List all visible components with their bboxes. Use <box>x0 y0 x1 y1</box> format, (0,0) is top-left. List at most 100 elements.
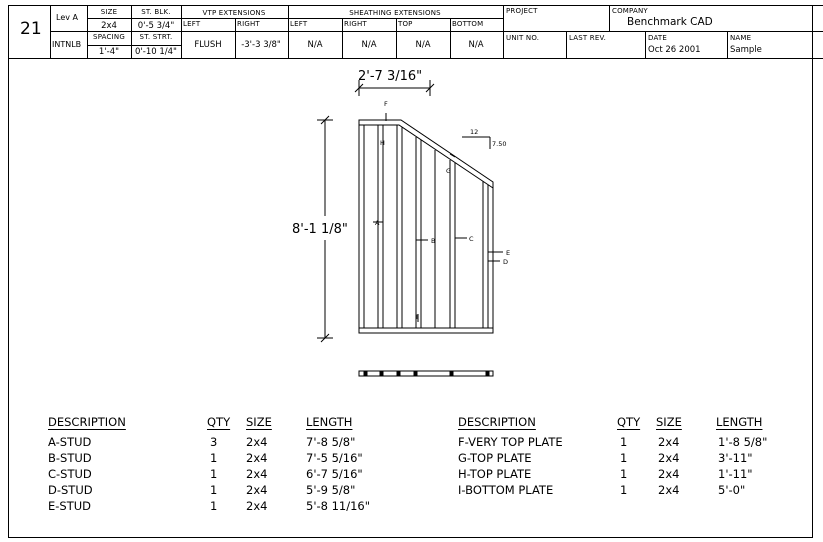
row-qty: 1 <box>620 467 628 481</box>
sh-bottom-label: BOTTOM <box>452 20 484 28</box>
width-dimension-text: 2'-7 3/16" <box>358 69 422 84</box>
st-strt-value: 0'-10 1/4" <box>135 47 177 57</box>
row-description: E-STUD <box>48 499 92 513</box>
row-description: D-STUD <box>48 483 93 497</box>
vtp-right-value: -3'-3 3/8" <box>241 40 281 50</box>
row-description: B-STUD <box>48 451 92 465</box>
row-description: H-TOP PLATE <box>458 467 532 481</box>
row-length: 6'-7 5/16" <box>306 467 363 481</box>
row-size: 2x4 <box>246 451 268 465</box>
width-dimension <box>354 80 435 96</box>
header-qty: QTY <box>207 415 231 429</box>
project-label: PROJECT <box>506 7 538 15</box>
vtp-left-value: FLUSH <box>194 40 222 50</box>
vtp-right-label: RIGHT <box>237 20 260 28</box>
label-g: G <box>446 167 451 175</box>
spacing-label: SPACING <box>93 33 125 41</box>
row-length: 5'-0" <box>718 483 746 497</box>
row-description: F-VERY TOP PLATE <box>458 435 563 449</box>
row-length: 7'-5 5/16" <box>306 451 363 465</box>
row-description: C-STUD <box>48 467 92 481</box>
row-size: 2x4 <box>658 435 680 449</box>
row-size: 2x4 <box>246 483 268 497</box>
label-f: F <box>384 100 388 108</box>
header-length: LENGTH <box>306 415 353 429</box>
st-blk-value: 0'-5 3/4" <box>137 21 175 31</box>
row-length: 3'-11" <box>718 451 753 465</box>
row-qty: 1 <box>620 483 628 497</box>
row-qty: 3 <box>210 435 218 449</box>
st-strt-label: ST. STRT. <box>139 33 173 41</box>
sheet-number: 21 <box>20 19 42 39</box>
row-description: A-STUD <box>48 435 92 449</box>
size-value: 2x4 <box>101 21 117 31</box>
row-qty: 1 <box>620 451 628 465</box>
label-b: B <box>431 237 435 245</box>
size-label: SIZE <box>100 8 118 16</box>
parts-table-left: DESCRIPTION QTY SIZE LENGTH A-STUD 3 2x4… <box>48 415 408 520</box>
row-size: 2x4 <box>246 467 268 481</box>
row-length: 1'-8 5/8" <box>718 435 768 449</box>
height-dimension-text: 8'-1 1/8" <box>292 222 348 237</box>
sh-right-label: RIGHT <box>344 20 367 28</box>
row-size: 2x4 <box>246 435 268 449</box>
header-length: LENGTH <box>716 415 763 429</box>
header-size: SIZE <box>656 415 682 429</box>
row-description: G-TOP PLATE <box>458 451 532 465</box>
label-a: A <box>375 219 380 227</box>
level-value: Lev A <box>56 13 78 22</box>
sh-right-value: N/A <box>361 40 377 50</box>
row-qty: 1 <box>210 499 218 513</box>
last-rev-label: LAST REV. <box>569 34 606 42</box>
row-qty: 1 <box>210 451 218 465</box>
label-i: I <box>416 313 418 321</box>
st-blk-label: ST. BLK. <box>141 8 171 16</box>
parts-table-right: DESCRIPTION QTY SIZE LENGTH F-VERY TOP P… <box>458 415 803 505</box>
name-value: Sample <box>730 45 762 55</box>
plan-strip <box>358 370 494 377</box>
row-qty: 1 <box>210 467 218 481</box>
date-label: DATE <box>648 34 668 42</box>
label-h: H <box>380 139 385 147</box>
company-value: Benchmark CAD <box>627 16 713 28</box>
header-qty: QTY <box>617 415 641 429</box>
name-label: NAME <box>730 34 752 42</box>
vtp-extensions-label: VTP EXTENSIONS <box>202 9 266 17</box>
row-length: 1'-11" <box>718 467 753 481</box>
wall-outline <box>358 119 494 334</box>
label-c: C <box>469 235 474 243</box>
row-size: 2x4 <box>658 483 680 497</box>
header-size: SIZE <box>246 415 272 429</box>
sh-top-label: TOP <box>398 20 413 28</box>
wall-type-value: INTNLB <box>52 40 82 49</box>
header-description: DESCRIPTION <box>48 415 126 429</box>
spacing-value: 1'-4" <box>98 47 120 57</box>
height-dimension <box>317 115 333 343</box>
row-qty: 1 <box>620 435 628 449</box>
row-size: 2x4 <box>658 467 680 481</box>
label-e: E <box>506 249 510 257</box>
date-value: Oct 26 2001 <box>648 45 701 55</box>
row-length: 5'-9 5/8" <box>306 483 356 497</box>
sh-bottom-value: N/A <box>468 40 484 50</box>
label-d: D <box>503 258 508 266</box>
unit-no-label: UNIT NO. <box>506 34 540 42</box>
pitch-symbol <box>462 136 491 149</box>
sh-top-value: N/A <box>415 40 431 50</box>
sh-left-value: N/A <box>307 40 323 50</box>
sh-left-label: LEFT <box>290 20 308 28</box>
header-description: DESCRIPTION <box>458 415 536 429</box>
row-length: 7'-8 5/8" <box>306 435 356 449</box>
row-size: 2x4 <box>246 499 268 513</box>
vtp-left-label: LEFT <box>183 20 201 28</box>
pitch-run-text: 12 <box>470 128 478 136</box>
row-qty: 1 <box>210 483 218 497</box>
row-size: 2x4 <box>658 451 680 465</box>
sheathing-extensions-label: SHEATHING EXTENSIONS <box>349 9 441 17</box>
pitch-rise-text: 7.50 <box>492 140 506 148</box>
row-length: 5'-8 11/16" <box>306 499 371 513</box>
row-description: I-BOTTOM PLATE <box>458 483 554 497</box>
company-label: COMPANY <box>612 7 648 15</box>
